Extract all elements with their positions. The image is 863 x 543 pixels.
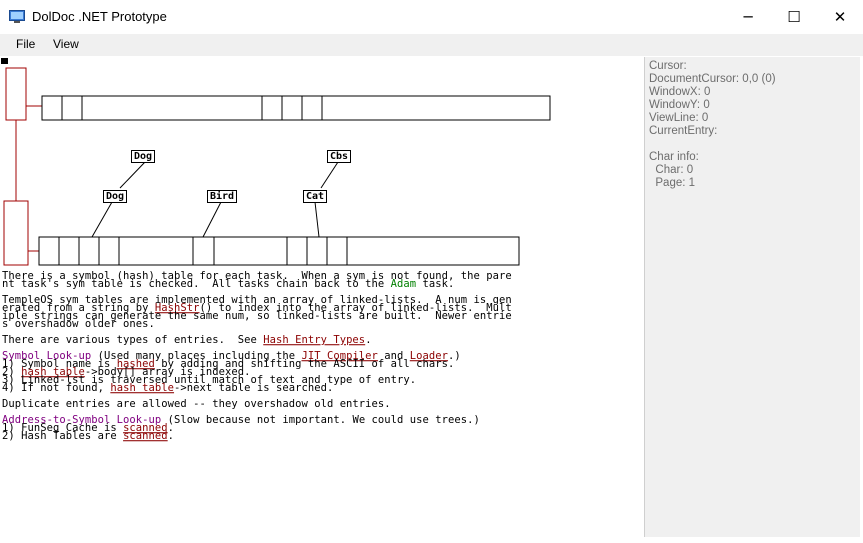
maximize-button[interactable]: ☐ — [787, 8, 801, 26]
doc-line: 2) Hash Tables are scanned. — [2, 429, 175, 443]
doc-line: s overshadow older ones. — [2, 317, 155, 331]
link-scanned-2[interactable]: scanned — [123, 429, 168, 443]
diagram-bottom-pointer-box — [3, 200, 29, 266]
minimize-button[interactable]: ─ — [743, 8, 753, 26]
diagram-bottom-table — [38, 236, 520, 266]
link-jit-compiler[interactable]: JIT Compiler — [301, 349, 378, 363]
menu-view[interactable]: View — [53, 37, 79, 51]
text-cursor — [1, 58, 8, 64]
document-view[interactable]: Dog Cbs Dog Bird Cat There is a symbol (… — [0, 56, 642, 536]
window-x-label: WindowX: 0 — [649, 86, 711, 98]
doc-line: 1) FunSeg Cache is scanned. — [2, 421, 175, 435]
menu-bar: File View — [0, 34, 863, 56]
hash-table-diagram — [3, 67, 551, 266]
current-entry-label: CurrentEntry: — [649, 125, 718, 137]
link-hash-table-2[interactable]: hash table — [110, 381, 175, 395]
char-label: Char: 0 — [649, 164, 694, 176]
doc-line: erated from a string by HashStr() to ind… — [2, 301, 512, 315]
heading-symbol-lookup: Symbol Look-up — [2, 349, 92, 363]
app-icon — [9, 10, 25, 23]
info-panel: Cursor: DocumentCursor: 0,0 (0) WindowX:… — [644, 57, 860, 537]
link-scanned-1[interactable]: scanned — [123, 421, 168, 435]
doc-line: 3) Linked-lst is traversed until match o… — [2, 373, 417, 387]
doc-line: 2) hash table->body[] array is indexed. — [2, 365, 251, 379]
close-button[interactable]: ✕ — [833, 8, 847, 26]
diagram-label-dog-1: Dog — [131, 150, 156, 163]
link-hash-table-1[interactable]: hash table — [21, 365, 85, 379]
doc-line: TempleOS sym tables are implemented with… — [2, 293, 512, 307]
diagram-label-cbs: Cbs — [327, 150, 352, 163]
doc-line: Duplicate entries are allowed -- they ov… — [2, 397, 391, 411]
doc-line: Symbol Look-up (Used many places includi… — [2, 349, 461, 363]
link-adam[interactable]: Adam — [390, 277, 417, 291]
diagram-label-cat: Cat — [303, 190, 328, 203]
document-cursor-label: DocumentCursor: 0,0 (0) — [649, 73, 776, 85]
doc-line: iple strings can generate the same num, … — [2, 309, 512, 323]
menu-file[interactable]: File — [16, 37, 36, 51]
link-loader[interactable]: Loader — [409, 349, 449, 363]
link-hashstr[interactable]: HashStr — [154, 301, 200, 315]
doc-line: Address-to-Symbol Look-up (Slow because … — [2, 413, 480, 427]
diagram-label-dog-2: Dog — [103, 190, 128, 203]
cursor-label: Cursor: — [649, 60, 687, 72]
diagram-top-table — [41, 95, 551, 121]
diagram-label-bird: Bird — [207, 190, 238, 203]
window-y-label: WindowY: 0 — [649, 99, 710, 111]
title-bar: DolDoc .NET Prototype ─ ☐ ✕ — [0, 0, 863, 34]
doc-line: nt task's sym table is checked. All task… — [2, 277, 455, 291]
doc-line: There is a symbol (hash) table for each … — [2, 269, 512, 283]
view-line-label: ViewLine: 0 — [649, 112, 709, 124]
char-info-label: Char info: — [649, 151, 699, 163]
link-hash-entry-types[interactable]: Hash Entry Types — [263, 333, 366, 347]
doc-line: There are various types of entries. See … — [2, 333, 372, 347]
diagram-top-pointer-box — [5, 67, 27, 121]
heading-address-lookup: Address-to-Symbol Look-up — [2, 413, 162, 427]
doc-line: 4) If not found, hash table->next table … — [2, 381, 334, 395]
doc-line: 1) Symbol name is hashed by adding and s… — [2, 357, 455, 371]
link-hashed[interactable]: hashed — [116, 357, 155, 371]
window-title: DolDoc .NET Prototype — [32, 9, 167, 24]
page-label: Page: 1 — [649, 177, 696, 189]
